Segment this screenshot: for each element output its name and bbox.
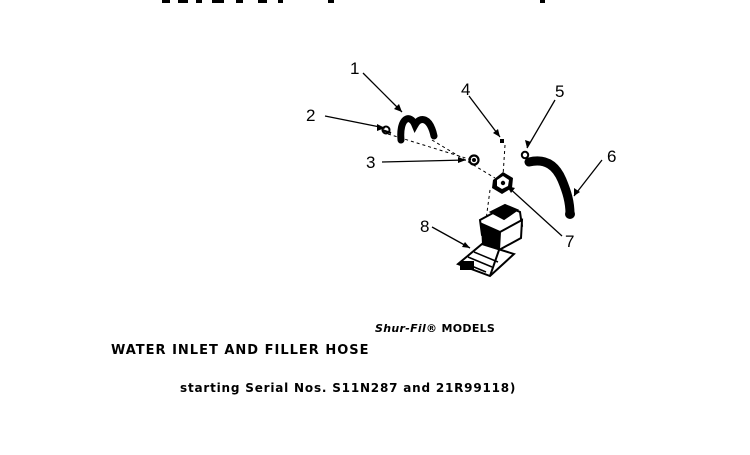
serial-caption: starting Serial Nos. S11N287 and 21R9911… — [180, 381, 517, 395]
arrowheads — [377, 104, 580, 248]
leader-7 — [506, 185, 563, 237]
models-caption: Shur-Fil® MODELS — [375, 322, 495, 335]
callout-3: 3 — [366, 153, 375, 172]
callout-6: 6 — [607, 147, 616, 166]
filler-hose-end — [565, 209, 575, 219]
fitting-part — [492, 172, 513, 194]
brand-name: Shur-Fil® — [375, 322, 438, 335]
leader-lines — [324, 72, 603, 249]
callout-1: 1 — [350, 59, 359, 78]
models-word: MODELS — [441, 322, 496, 335]
hose-clamp-part — [381, 125, 392, 135]
leader-3 — [381, 159, 467, 163]
cut-off-top-text — [162, 0, 545, 3]
clamp-part — [468, 154, 480, 166]
callout-4: 4 — [461, 80, 470, 99]
leader-5 — [526, 99, 556, 149]
callout-7: 7 — [565, 232, 574, 251]
callout-2: 2 — [306, 106, 315, 125]
filler-hose-part — [524, 156, 575, 219]
inlet-valve-assembly-part — [456, 203, 524, 278]
hose-clamp-part-5 — [520, 150, 530, 160]
leader-1 — [362, 72, 403, 113]
assembly-lines — [387, 133, 506, 221]
leader-2 — [324, 115, 386, 129]
callout-8: 8 — [420, 217, 429, 236]
screw-part — [500, 139, 504, 143]
leader-4 — [468, 95, 501, 138]
diagram-title: WATER INLET AND FILLER HOSE — [111, 343, 370, 358]
callout-5: 5 — [555, 82, 564, 101]
leader-6 — [573, 159, 603, 197]
inlet-hose-part — [397, 115, 438, 144]
